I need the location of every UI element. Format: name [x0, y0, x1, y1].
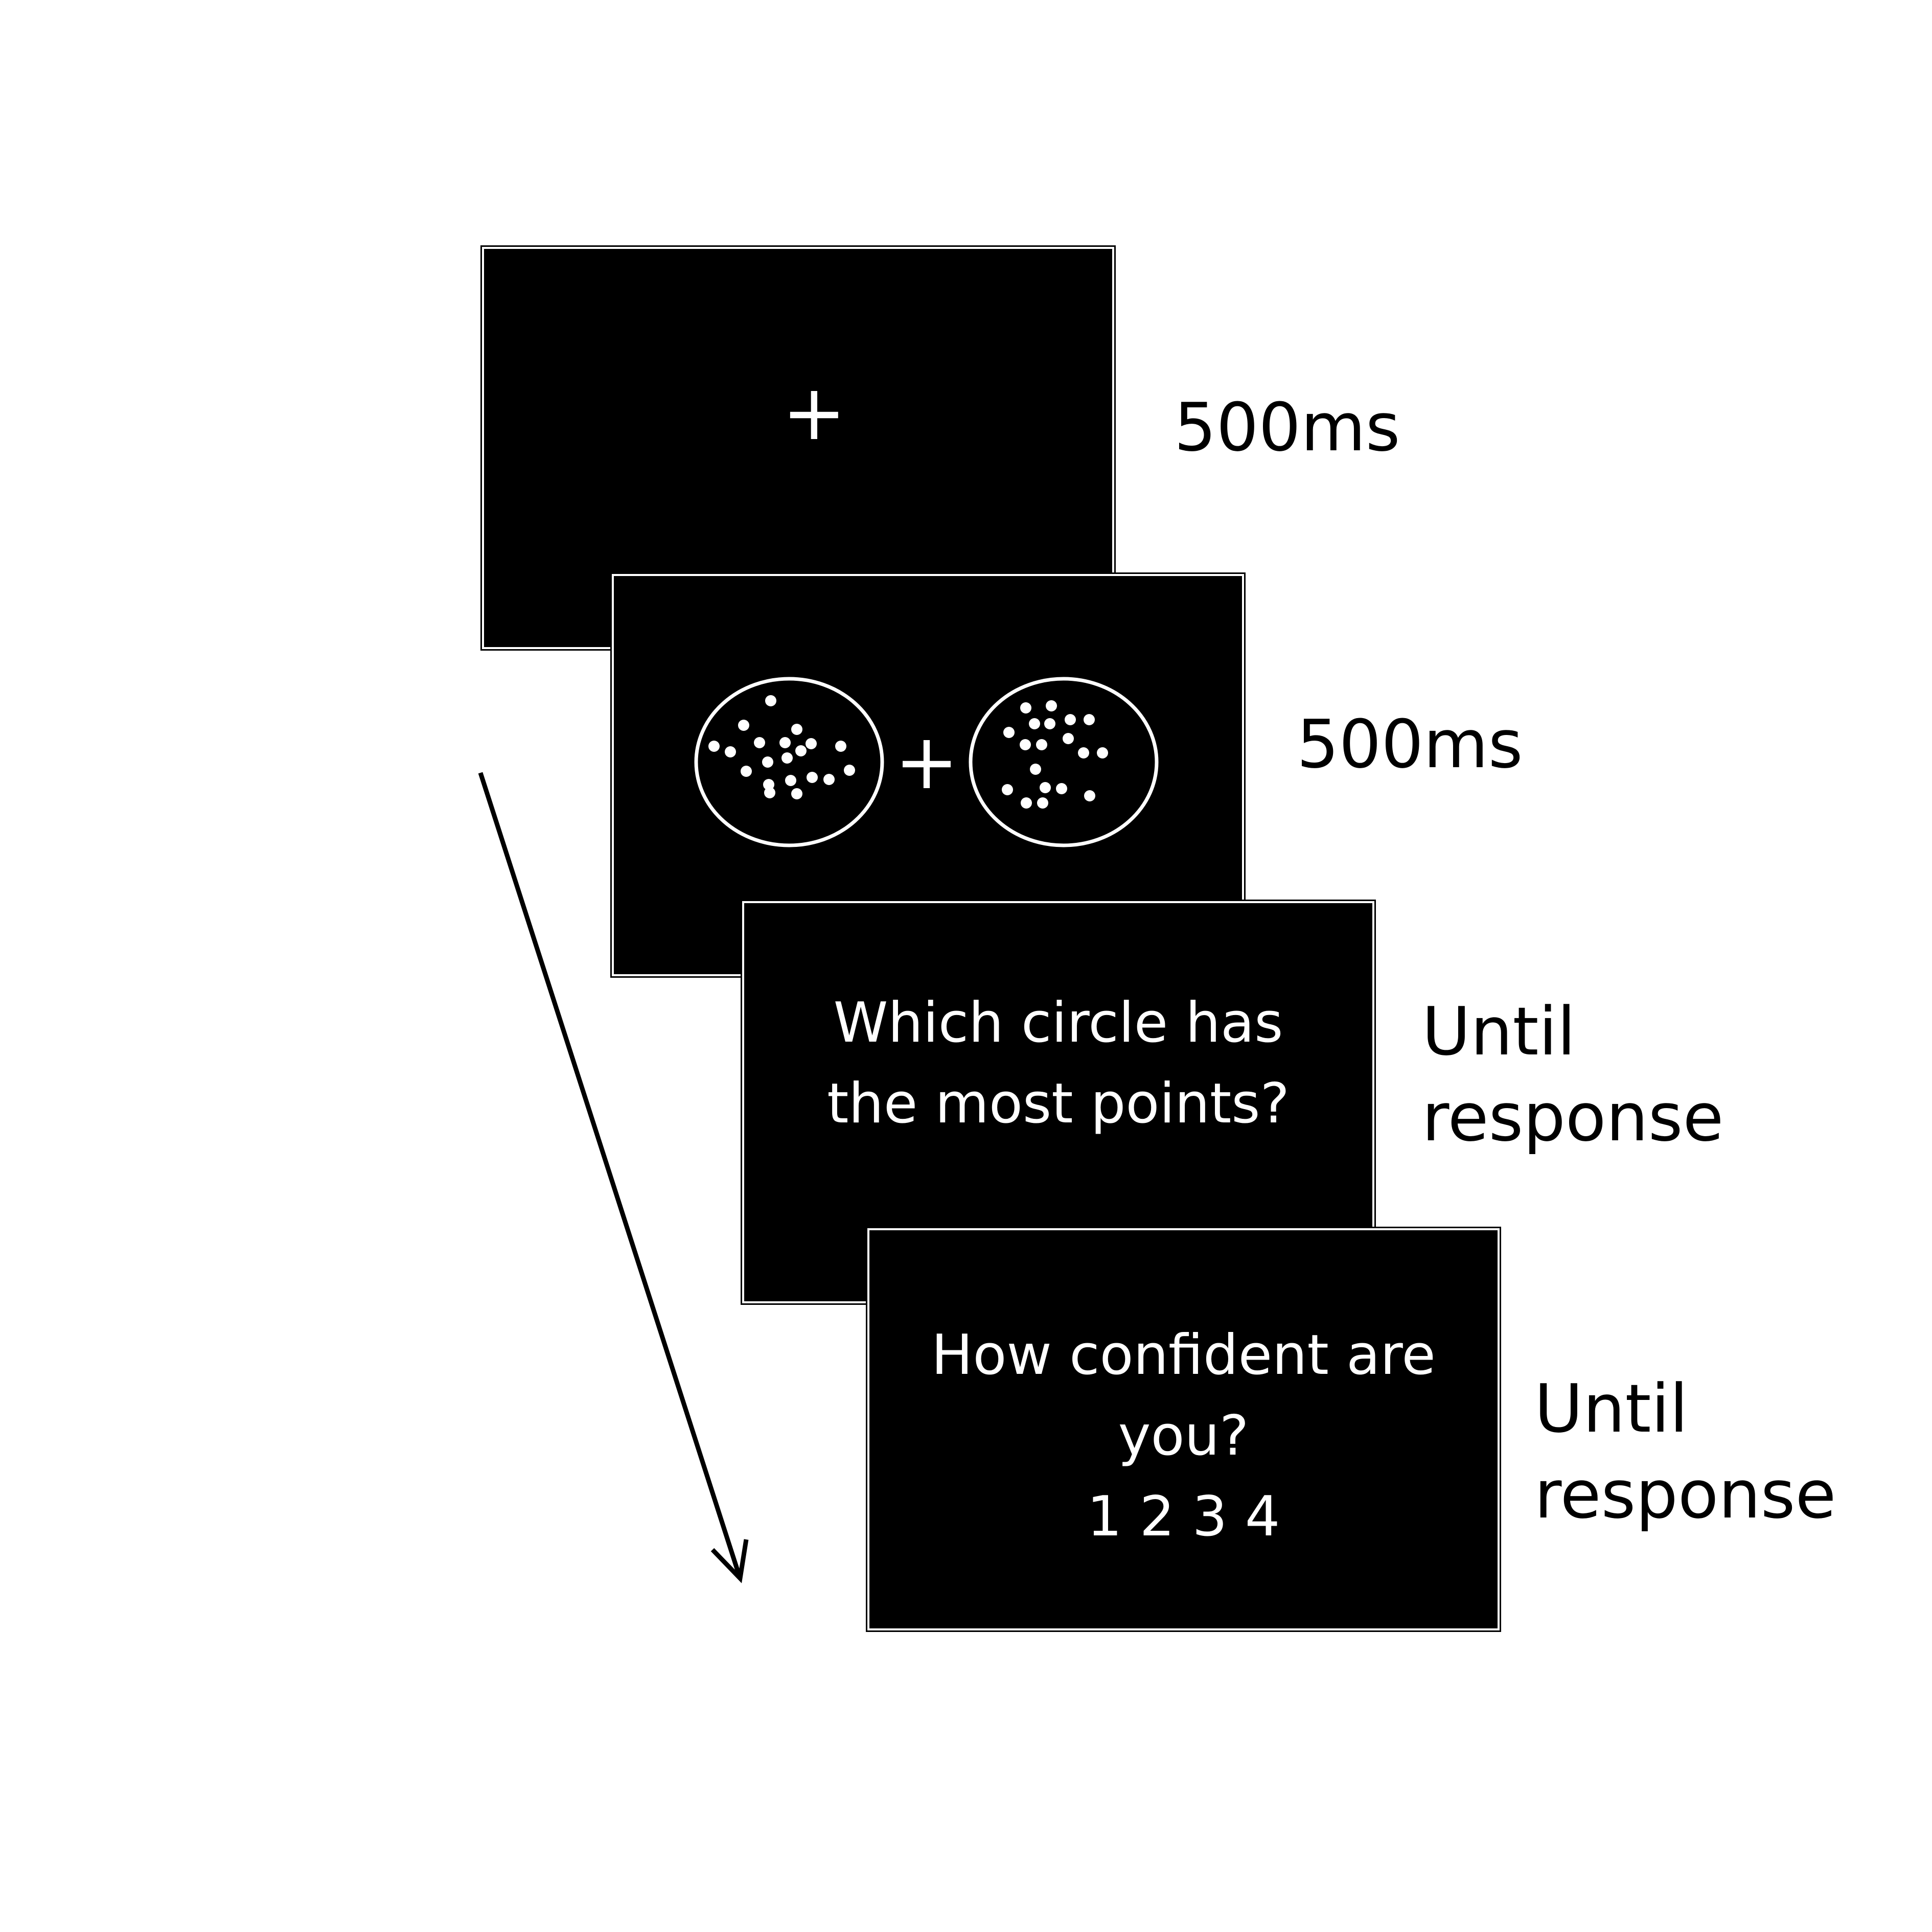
dot: [779, 737, 791, 748]
dot: [1029, 718, 1040, 729]
dot: [791, 788, 802, 799]
fixation-cross: +: [894, 718, 959, 807]
dot: [764, 787, 775, 798]
dot: [1084, 714, 1095, 725]
duration-label-confidence: Until response: [1534, 1370, 1836, 1533]
duration-label-choice: Until response: [1422, 993, 1724, 1156]
left-circle-dots: [708, 695, 855, 799]
dot: [1036, 739, 1047, 750]
dot: [807, 772, 818, 783]
duration-label-fixation: 500ms: [1174, 388, 1400, 466]
dot: [1037, 797, 1048, 809]
dot: [765, 695, 776, 706]
dot: [725, 746, 736, 757]
dot: [1097, 747, 1108, 758]
dot: [785, 775, 796, 786]
dot: [1078, 747, 1089, 758]
dot: [823, 774, 835, 785]
duration-label-stimulus: 500ms: [1297, 705, 1523, 783]
dot: [1056, 783, 1067, 794]
dot: [795, 745, 807, 756]
dot: [1002, 784, 1013, 795]
dot: [1040, 782, 1051, 793]
dot: [806, 738, 817, 749]
dot: [763, 779, 774, 790]
fixation-cross: +: [782, 369, 846, 457]
dot: [1063, 733, 1074, 744]
dot: [1020, 739, 1031, 750]
dot: [708, 741, 720, 752]
dot: [1046, 700, 1057, 711]
right-circle: [969, 677, 1159, 847]
dot: [1065, 714, 1076, 725]
dot: [1030, 764, 1041, 775]
dot: [835, 741, 846, 752]
choice-question-text: Which circle has the most points?: [827, 991, 1290, 1136]
left-circle: [694, 677, 884, 847]
right-circle-dots: [1002, 700, 1108, 809]
dot: [1021, 797, 1032, 809]
dot: [781, 752, 793, 764]
dot: [844, 765, 855, 776]
confidence-question-text: How confident are you? 1 2 3 4: [931, 1323, 1436, 1549]
dot: [1003, 727, 1015, 738]
dot: [1020, 702, 1031, 714]
dot: [754, 737, 765, 748]
confidence-question-screen: How confident are you? 1 2 3 4: [866, 1227, 1501, 1632]
dot: [1084, 790, 1095, 801]
dot: [741, 766, 752, 777]
dot: [791, 724, 802, 735]
dot: [738, 720, 749, 731]
dot: [762, 756, 773, 768]
dot-stimulus-graphic: +: [694, 677, 1159, 847]
dot: [1044, 718, 1055, 729]
